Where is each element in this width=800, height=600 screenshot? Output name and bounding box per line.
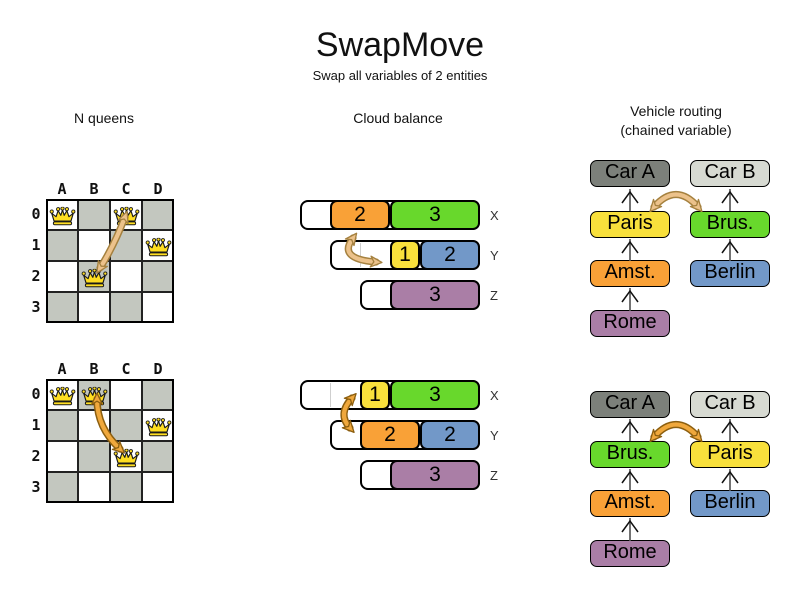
cloud-computer: 3 [360, 460, 480, 490]
header-cloud-balance: Cloud balance [353, 110, 443, 126]
board-cell [46, 261, 78, 292]
board-col-label: A [57, 360, 67, 378]
process-block: 2 [420, 240, 480, 270]
board-row-label: 3 [31, 478, 41, 496]
computer-label: X [490, 208, 499, 223]
board-row-label: 2 [31, 267, 41, 285]
board-cell [46, 441, 78, 472]
board-row-label: 0 [31, 205, 41, 223]
board-row-label: 0 [31, 385, 41, 403]
board-col-label: C [121, 180, 131, 198]
board-row-label: 3 [31, 298, 41, 316]
cloud-computer: 3 [360, 280, 480, 310]
process-block: 3 [390, 380, 480, 410]
header-vehicle-routing-sub: (chained variable) [620, 122, 732, 138]
vehicle-box: Car B [690, 391, 770, 418]
vehicle-box: Berlin [690, 260, 770, 287]
vehicle-box: Amst. [590, 490, 670, 517]
board-cell [142, 379, 174, 410]
vehicle-box: Brus. [590, 441, 670, 468]
board-col-label: B [89, 360, 99, 378]
slot-divider-line [330, 383, 331, 407]
board-row-label: 1 [31, 236, 41, 254]
board-cell [142, 472, 174, 503]
board-cell [78, 292, 110, 323]
page-subtitle: Swap all variables of 2 entities [312, 68, 488, 83]
vehicle-box: Paris [590, 211, 670, 238]
process-block: 3 [390, 200, 480, 230]
board-col-label: D [153, 180, 163, 198]
board-col-label: A [57, 180, 67, 198]
vehicle-box: Car A [590, 391, 670, 418]
process-block: 1 [360, 380, 390, 410]
page-title: SwapMove [315, 26, 485, 64]
vehicle-box: Car B [690, 160, 770, 187]
process-block: 2 [360, 420, 420, 450]
board-row-label: 2 [31, 447, 41, 465]
board-col-label: B [89, 180, 99, 198]
vehicle-box: Rome [590, 540, 670, 567]
board-cell [78, 472, 110, 503]
vehicle-box: Car A [590, 160, 670, 187]
vehicle-box: Brus. [690, 211, 770, 238]
board-cell [46, 230, 78, 261]
board-cell [110, 472, 142, 503]
nqueens-board-after: A B C D 0 1 2 3 [28, 360, 176, 505]
board-row-label: 1 [31, 416, 41, 434]
board-cell [110, 292, 142, 323]
board-cell [142, 261, 174, 292]
process-block: 2 [330, 200, 390, 230]
process-block: 3 [390, 280, 480, 310]
vehicle-box: Rome [590, 310, 670, 337]
vehicle-box: Berlin [690, 490, 770, 517]
computer-label: Y [490, 428, 499, 443]
board-col-label: D [153, 360, 163, 378]
header-vehicle-routing: Vehicle routing [630, 103, 722, 119]
vehicle-box: Paris [690, 441, 770, 468]
process-block: 1 [390, 240, 420, 270]
computer-label: X [490, 388, 499, 403]
board-col-label: C [121, 360, 131, 378]
process-block: 2 [420, 420, 480, 450]
header-nqueens: N queens [74, 110, 134, 126]
computer-label: Z [490, 468, 498, 483]
process-block: 3 [390, 460, 480, 490]
computer-label: Y [490, 248, 499, 263]
computer-label: Z [490, 288, 498, 303]
vehicle-box: Amst. [590, 260, 670, 287]
